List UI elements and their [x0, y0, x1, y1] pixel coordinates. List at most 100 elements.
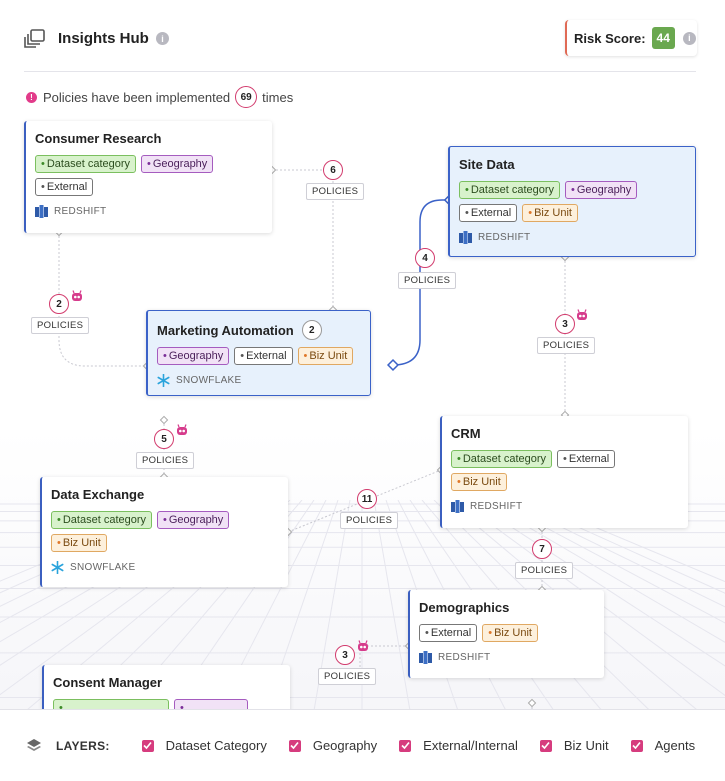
node-title: Data Exchange: [51, 487, 145, 502]
policies-total-count: 69: [235, 86, 258, 108]
node-marketing-automation[interactable]: Marketing Automation 2 Geography Externa…: [146, 310, 371, 396]
source-label: REDSHIFT: [438, 652, 491, 663]
header-divider: [24, 71, 696, 72]
source-label: REDSHIFT: [478, 232, 531, 243]
agent-robot-icon: [577, 309, 587, 320]
edge-policies-label[interactable]: POLICIES: [340, 512, 399, 529]
edge-policy-count[interactable]: 3: [335, 645, 355, 665]
redshift-icon: [35, 205, 48, 218]
edge-policies-label[interactable]: POLICIES: [515, 562, 574, 579]
node-title: Marketing Automation: [157, 322, 294, 338]
source-label: REDSHIFT: [470, 501, 523, 512]
tag-biz-unit: Biz Unit: [297, 347, 354, 365]
checkbox-checked-icon[interactable]: [141, 739, 154, 752]
layer-toggle-biz-unit[interactable]: Biz Unit: [539, 738, 609, 753]
node-title: CRM: [451, 426, 481, 441]
tag-geography: Geography: [157, 347, 230, 365]
tag-biz-unit: Biz Unit: [522, 204, 578, 222]
node-data-exchange[interactable]: Data Exchange Dataset category Geography…: [40, 477, 288, 587]
risk-info-icon[interactable]: i: [682, 31, 696, 45]
edge-policy-count[interactable]: 3: [555, 314, 575, 334]
agent-robot-icon: [177, 424, 187, 435]
edge-policy-count[interactable]: 7: [532, 539, 552, 559]
source-label: REDSHIFT: [54, 206, 107, 217]
agent-robot-icon: [358, 640, 368, 651]
node-title: Demographics: [419, 600, 510, 615]
layer-label: Geography: [312, 738, 378, 753]
node-title: Consent Manager: [53, 675, 163, 690]
tag-external: External: [557, 450, 616, 468]
edge-policy-count[interactable]: 11: [357, 489, 377, 509]
snowflake-icon: [51, 561, 64, 574]
node-title: Consumer Research: [35, 131, 162, 146]
layer-toggle-dataset-category[interactable]: Dataset Category: [141, 738, 267, 753]
tag-dataset-category: Dataset category: [451, 450, 553, 468]
risk-score-panel: Risk Score: 44 i: [565, 20, 697, 56]
edge-policies-label[interactable]: POLICIES: [136, 452, 195, 469]
node-title: Site Data: [459, 157, 515, 172]
node-policy-count-badge: 2: [301, 320, 322, 340]
edge-policies-label[interactable]: POLICIES: [318, 668, 377, 685]
layers-icon: [27, 738, 41, 751]
tag-biz-unit: Biz Unit: [482, 624, 538, 642]
tag-geography: Geography: [157, 511, 230, 529]
source-label: SNOWFLAKE: [176, 375, 242, 386]
tag-dataset-category: Dataset category: [35, 155, 137, 173]
tag-dataset-category: Dataset category: [459, 181, 561, 199]
node-source: REDSHIFT: [35, 205, 263, 218]
title-info-icon[interactable]: i: [156, 32, 169, 45]
node-crm[interactable]: CRM Dataset category External Biz Unit R…: [440, 416, 688, 528]
edge-policy-count[interactable]: 2: [49, 294, 69, 314]
edge-policies-label[interactable]: POLICIES: [398, 272, 457, 289]
node-site-data[interactable]: Site Data Dataset category Geography Ext…: [448, 146, 696, 257]
checkbox-checked-icon[interactable]: [539, 739, 552, 752]
edge-policies-label[interactable]: POLICIES: [306, 183, 365, 200]
layer-toggle-agents[interactable]: Agents: [630, 738, 696, 753]
tag-external: External: [35, 178, 94, 196]
checkbox-checked-icon[interactable]: [630, 739, 643, 752]
source-label: SNOWFLAKE: [70, 562, 136, 573]
node-source: REDSHIFT: [419, 651, 595, 664]
page-title: Insights Hub: [58, 30, 149, 47]
risk-score-label: Risk Score:: [574, 30, 646, 46]
policies-banner-suffix: times: [262, 89, 294, 105]
node-source: SNOWFLAKE: [157, 374, 361, 387]
policies-banner: ! Policies have been implemented 69 time…: [26, 86, 293, 108]
node-source: SNOWFLAKE: [51, 561, 279, 574]
tag-external: External: [459, 204, 518, 222]
alert-icon: !: [26, 91, 37, 103]
layer-label: Agents: [654, 738, 696, 753]
edge-policy-count[interactable]: 5: [154, 429, 174, 449]
snowflake-icon: [157, 374, 170, 387]
checkbox-checked-icon[interactable]: [288, 739, 301, 752]
insights-hub-icon: [24, 29, 45, 48]
layer-label: Biz Unit: [563, 738, 609, 753]
redshift-icon: [451, 500, 464, 513]
legend-title: LAYERS:: [56, 738, 110, 753]
layers-legend: LAYERS: Dataset Category Geography Exter…: [0, 709, 725, 781]
agent-robot-icon: [72, 290, 82, 301]
layer-toggle-geography[interactable]: Geography: [288, 738, 378, 753]
tag-external: External: [419, 624, 478, 642]
node-demographics[interactable]: Demographics External Biz Unit REDSHIFT: [408, 590, 604, 678]
node-source: REDSHIFT: [451, 500, 679, 513]
tag-biz-unit: Biz Unit: [451, 473, 507, 491]
node-source: REDSHIFT: [459, 231, 686, 244]
risk-score-value: 44: [651, 27, 675, 49]
tag-biz-unit: Biz Unit: [51, 534, 107, 552]
redshift-icon: [459, 231, 472, 244]
tag-dataset-category: Dataset category: [51, 511, 153, 529]
edge-policy-count[interactable]: 6: [323, 160, 343, 180]
layer-label: External/Internal: [423, 738, 518, 753]
edge-policies-label[interactable]: POLICIES: [31, 317, 90, 334]
layer-toggle-external-internal[interactable]: External/Internal: [399, 738, 518, 753]
checkbox-checked-icon[interactable]: [399, 739, 412, 752]
tag-external: External: [234, 347, 293, 365]
layer-label: Dataset Category: [165, 738, 267, 753]
tag-geography: Geography: [565, 181, 638, 199]
node-consumer-research[interactable]: Consumer Research Dataset category Geogr…: [24, 121, 272, 233]
edge-policies-label[interactable]: POLICIES: [537, 337, 596, 354]
redshift-icon: [419, 651, 432, 664]
edge-policy-count[interactable]: 4: [415, 248, 435, 268]
